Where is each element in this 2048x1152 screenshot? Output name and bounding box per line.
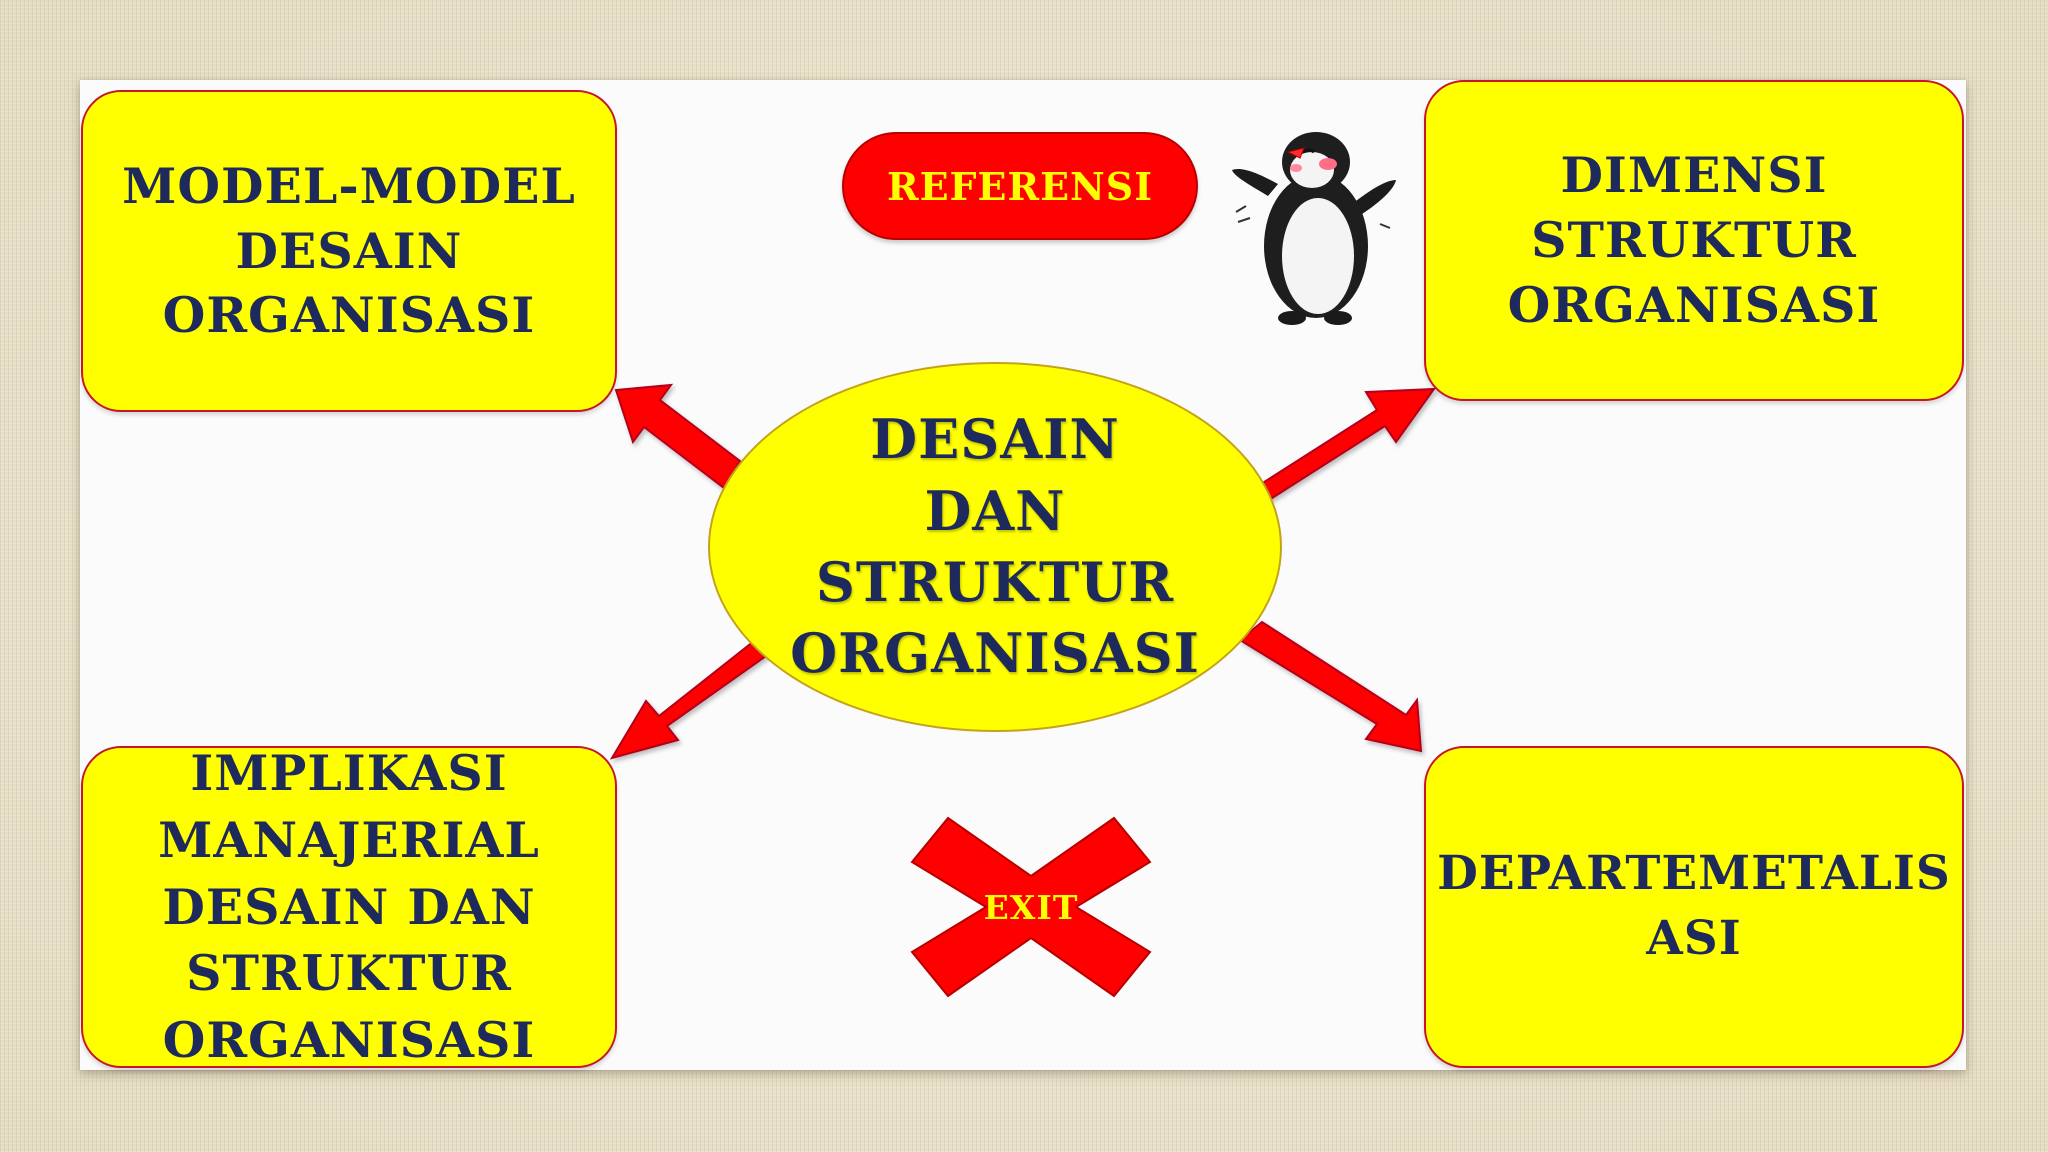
topic-box-dimensi-struktur[interactable]: DIMENSI STRUKTUR ORGANISASI (1424, 80, 1964, 401)
penguin-icon (1232, 132, 1396, 325)
referensi-button[interactable]: REFERENSI (842, 132, 1198, 240)
exit-label: EXIT (983, 887, 1079, 927)
x-shape-icon (910, 816, 1152, 998)
exit-button[interactable]: EXIT (910, 816, 1152, 998)
topic-box-implikasi-manajerial[interactable]: IMPLIKASI MANAJERIAL DESAIN DAN STRUKTUR… (81, 744, 617, 1069)
topic-box-model-model-desain[interactable]: MODEL-MODEL DESAIN ORGANISASI (81, 90, 617, 412)
center-topic-ellipse: DESAIN DAN STRUKTUR ORGANISASI (708, 362, 1282, 732)
topic-box-departementalisasi[interactable]: DEPARTEMETALIS ASI (1424, 746, 1964, 1068)
